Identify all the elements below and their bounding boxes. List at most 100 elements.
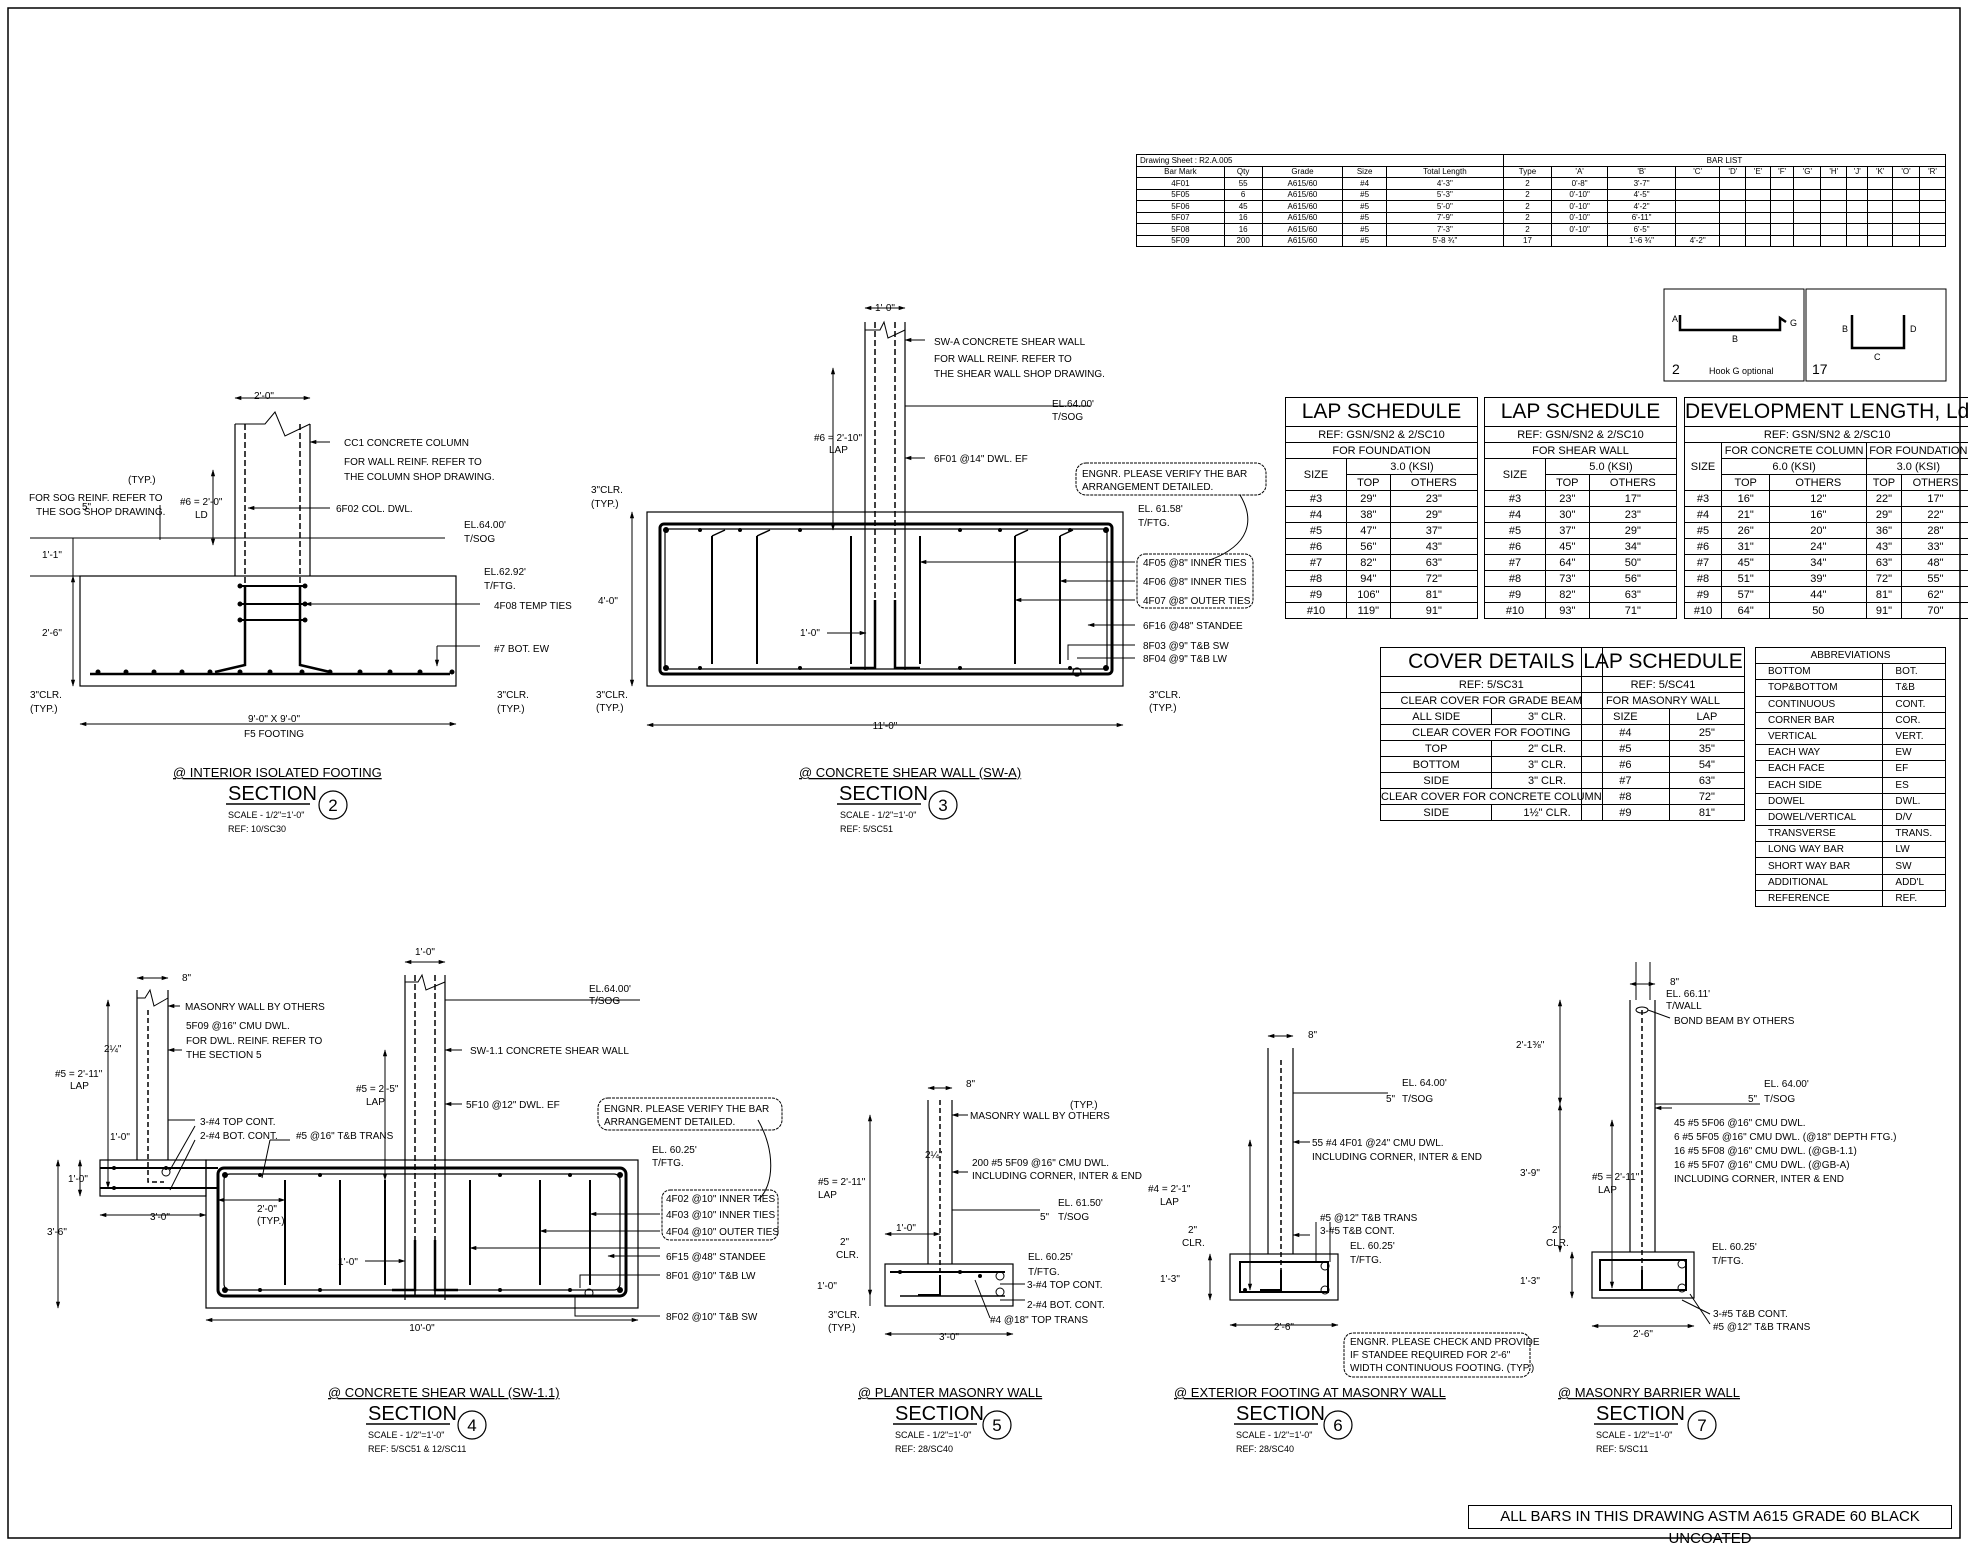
table-cell: EACH FACE bbox=[1756, 761, 1883, 777]
svg-text:@ INTERIOR ISOLATED FOOTING: @ INTERIOR ISOLATED FOOTING bbox=[173, 765, 382, 780]
table-cell: 82" bbox=[1347, 555, 1391, 571]
svg-text:5F10 @12" DWL. EF: 5F10 @12" DWL. EF bbox=[466, 1100, 560, 1111]
section-5-drawing bbox=[870, 1088, 1040, 1334]
svg-text:3"CLR.: 3"CLR. bbox=[497, 690, 529, 701]
cell: SIDE bbox=[1381, 773, 1492, 789]
svg-text:BOND BEAM BY OTHERS: BOND BEAM BY OTHERS bbox=[1674, 1016, 1795, 1027]
svg-text:SCALE - 1/2"=1'-0": SCALE - 1/2"=1'-0" bbox=[228, 810, 304, 820]
table-cell bbox=[1920, 224, 1946, 236]
table-cell: #10 bbox=[1286, 603, 1347, 619]
svg-text:2'-0": 2'-0" bbox=[257, 1204, 277, 1215]
svg-text:3"CLR.: 3"CLR. bbox=[828, 1310, 860, 1321]
table-cell: 0'-8" bbox=[1552, 178, 1608, 190]
svg-text:REF: 5/SC51 & 12/SC11: REF: 5/SC51 & 12/SC11 bbox=[368, 1444, 466, 1454]
table-cell: EACH WAY bbox=[1756, 745, 1883, 761]
table-cell: #7 bbox=[1685, 555, 1722, 571]
table-cell: DWL. bbox=[1883, 793, 1946, 809]
table-cell: 64" bbox=[1546, 555, 1590, 571]
table-cell bbox=[1746, 235, 1771, 247]
svg-text:6F02 COL. DWL.: 6F02 COL. DWL. bbox=[336, 504, 413, 515]
table-subtitle: FOR FOUNDATION bbox=[1286, 443, 1478, 459]
svg-text:LAP: LAP bbox=[818, 1190, 837, 1201]
svg-text:F5 FOOTING: F5 FOOTING bbox=[244, 729, 304, 740]
table-cell: 38" bbox=[1347, 507, 1391, 523]
bar-list-sheet: Drawing Sheet : R2.A.005 bbox=[1137, 155, 1504, 167]
lap-schedule-masonry: LAP SCHEDULE REF: 5/SC41 FOR MASONRY WAL… bbox=[1581, 647, 1745, 821]
table-cell: T&B bbox=[1883, 680, 1946, 696]
table-cell: VERTICAL bbox=[1756, 728, 1883, 744]
svg-text:4F03 @10" INNER TIES: 4F03 @10" INNER TIES bbox=[666, 1210, 775, 1221]
table-cell bbox=[1746, 201, 1771, 213]
lap-schedule-shear-wall: LAP SCHEDULE REF: GSN/SN2 & 2/SC10 FOR S… bbox=[1484, 397, 1677, 619]
svg-text:5": 5" bbox=[1748, 1094, 1758, 1105]
table-cell: 45" bbox=[1546, 539, 1590, 555]
table-cell: 7'-9" bbox=[1386, 212, 1503, 224]
svg-text:EL. 64.00': EL. 64.00' bbox=[1764, 1079, 1809, 1090]
svg-text:11'-0": 11'-0" bbox=[873, 721, 898, 732]
svg-text:8": 8" bbox=[1670, 977, 1680, 988]
section-title-2: @ INTERIOR ISOLATED FOOTING SECTION 2 SC… bbox=[173, 765, 382, 834]
table-cell: 2 bbox=[1503, 212, 1551, 224]
table-cell bbox=[1847, 212, 1868, 224]
table-cell: COR. bbox=[1883, 712, 1946, 728]
svg-text:INCLUDING CORNER, INTER & END: INCLUDING CORNER, INTER & END bbox=[1674, 1174, 1844, 1185]
table-cell bbox=[1893, 224, 1920, 236]
table-cell bbox=[1720, 212, 1746, 224]
table-cell: 2 bbox=[1503, 189, 1551, 201]
svg-text:8F03 @9" T&B SW: 8F03 @9" T&B SW bbox=[1143, 641, 1229, 652]
svg-text:SW-1.1 CONCRETE SHEAR WALL: SW-1.1 CONCRETE SHEAR WALL bbox=[470, 1046, 629, 1057]
svg-text:@ MASONRY BARRIER WALL: @ MASONRY BARRIER WALL bbox=[1558, 1385, 1740, 1400]
svg-text:10'-0": 10'-0" bbox=[409, 1323, 435, 1334]
table-cell: 91" bbox=[1867, 603, 1901, 619]
table-cell: 3'-7" bbox=[1608, 178, 1676, 190]
svg-text:4: 4 bbox=[467, 1416, 476, 1435]
table-cell: 5'-8 ¾" bbox=[1386, 235, 1503, 247]
svg-text:T/SOG: T/SOG bbox=[1402, 1094, 1433, 1105]
table-cell bbox=[1770, 201, 1794, 213]
svg-text:SECTION: SECTION bbox=[1596, 1403, 1685, 1425]
table-subtitle: CLEAR COVER FOR CONCRETE COLUMN bbox=[1381, 789, 1603, 805]
cell: ALL SIDE bbox=[1381, 709, 1492, 725]
table-cell: 119" bbox=[1347, 603, 1391, 619]
table-cell bbox=[1770, 235, 1794, 247]
table-cell: 1'-6 ¾" bbox=[1608, 235, 1676, 247]
table-cell: 22" bbox=[1901, 507, 1968, 523]
svg-text:2": 2" bbox=[1188, 1225, 1198, 1236]
table-cell bbox=[1720, 189, 1746, 201]
svg-text:T/FTG.: T/FTG. bbox=[1350, 1255, 1382, 1266]
table-cell: #10 bbox=[1485, 603, 1546, 619]
table-cell: #3 bbox=[1286, 491, 1347, 507]
svg-text:REF: 10/SC30: REF: 10/SC30 bbox=[228, 824, 286, 834]
table-cell bbox=[1920, 235, 1946, 247]
svg-text:6F01 @14" DWL. EF: 6F01 @14" DWL. EF bbox=[934, 454, 1028, 465]
svg-text:1'-0": 1'-0" bbox=[110, 1132, 130, 1143]
svg-text:EL.64.00': EL.64.00' bbox=[1052, 399, 1094, 410]
svg-text:T/FTG.: T/FTG. bbox=[1712, 1256, 1744, 1267]
table-cell: EW bbox=[1883, 745, 1946, 761]
svg-text:@ CONCRETE SHEAR WALL (SW-A): @ CONCRETE SHEAR WALL (SW-A) bbox=[799, 765, 1021, 780]
table-cell bbox=[1794, 224, 1821, 236]
col-header: 3.0 (KSI) bbox=[1347, 459, 1478, 475]
table-cell: A615/60 bbox=[1262, 201, 1343, 213]
table-cell: #7 bbox=[1582, 773, 1670, 789]
table-cell: #5 bbox=[1343, 189, 1386, 201]
svg-text:1'-0": 1'-0" bbox=[817, 1281, 837, 1292]
table-title: DEVELOPMENT LENGTH, Ld bbox=[1685, 398, 1968, 427]
table-cell: #5 bbox=[1343, 201, 1386, 213]
table-ref: REF: 5/SC41 bbox=[1582, 677, 1745, 693]
table-cell: #6 bbox=[1582, 757, 1670, 773]
svg-text:3-#5 T&B CONT.: 3-#5 T&B CONT. bbox=[1320, 1226, 1395, 1237]
section-3-labels: 1'-0" SW-A CONCRETE SHEAR WALL FOR WALL … bbox=[591, 303, 1266, 732]
col-header: 6.0 (KSI) bbox=[1722, 459, 1867, 475]
